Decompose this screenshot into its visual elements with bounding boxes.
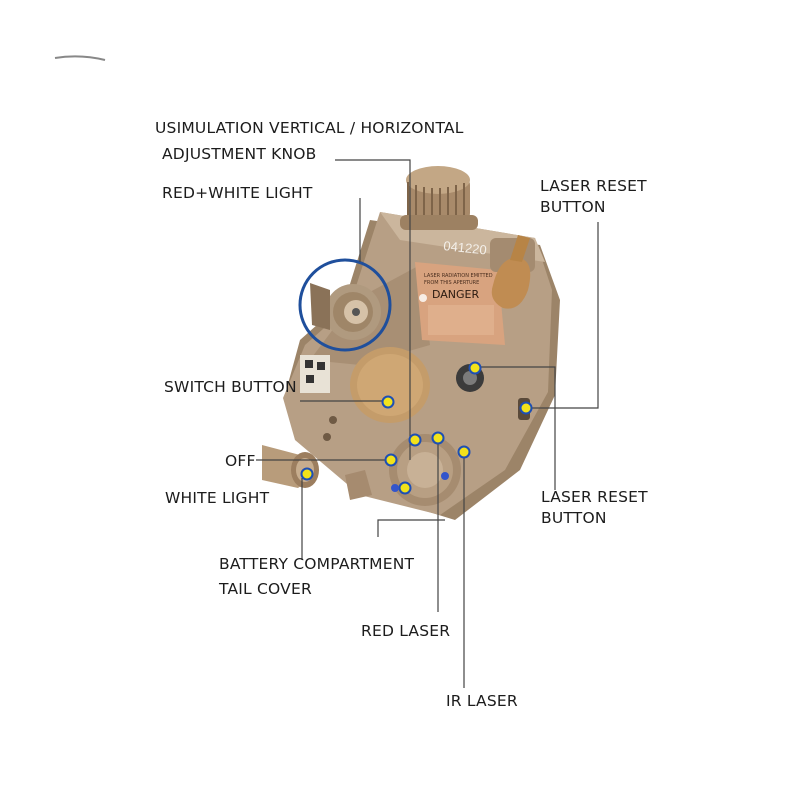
highlight-circle bbox=[298, 258, 392, 352]
qr-sticker bbox=[300, 355, 330, 393]
label-red-white-light: RED+WHITE LIGHT bbox=[162, 184, 313, 202]
callout-dots bbox=[300, 361, 533, 495]
adjustment-knob-top bbox=[400, 166, 478, 230]
label-laser-reset-top-line1: LASER RESET bbox=[540, 177, 647, 195]
label-battery-line2: TAIL COVER bbox=[219, 580, 312, 598]
rotary-selector bbox=[389, 434, 461, 506]
warning-label: LASER RADIATION EMITTED FROM THIS APERTU… bbox=[415, 262, 505, 345]
label-laser-reset-bottom-line2: BUTTON bbox=[541, 509, 607, 527]
laser-device-body: LASER RADIATION EMITTED FROM THIS APERTU… bbox=[262, 166, 560, 520]
label-white-light: WHITE LIGHT bbox=[165, 489, 270, 507]
serial-number: 041220 bbox=[443, 238, 488, 257]
label-ir-laser: IR LASER bbox=[446, 692, 518, 710]
label-laser-reset-top-line2: BUTTON bbox=[540, 198, 606, 216]
stray-mark bbox=[54, 55, 106, 61]
warning-line2: FROM THIS APERTURE bbox=[424, 280, 479, 286]
laser-reset-cap bbox=[490, 235, 535, 309]
label-laser-reset-bottom-line1: LASER RESET bbox=[541, 488, 648, 506]
red-white-light-dial bbox=[310, 283, 381, 340]
label-switch-button: SWITCH BUTTON bbox=[164, 378, 297, 396]
warning-title: DANGER bbox=[432, 288, 480, 301]
switch-pad bbox=[350, 347, 430, 423]
warning-line1: LASER RADIATION EMITTED bbox=[424, 273, 493, 279]
battery-tail-cover bbox=[345, 470, 372, 500]
label-red-laser: RED LASER bbox=[361, 622, 451, 640]
label-simulation-line2: ADJUSTMENT KNOB bbox=[162, 145, 317, 163]
label-simulation-line1: USIMULATION VERTICAL / HORIZONTAL bbox=[155, 119, 464, 137]
leader-lines bbox=[256, 159, 599, 688]
label-battery-line1: BATTERY COMPARTMENT bbox=[219, 555, 415, 573]
label-off: OFF bbox=[225, 452, 256, 470]
